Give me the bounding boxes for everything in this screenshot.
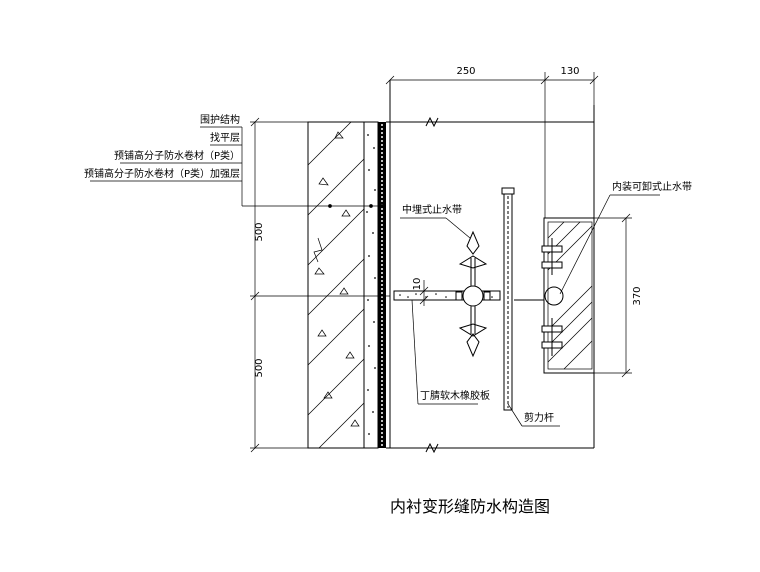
leveling-layer	[363, 121, 379, 449]
dim-right-370: 370	[632, 286, 643, 305]
label-embedded-waterstop: 中埋式止水带	[402, 203, 462, 216]
embedded-waterstop	[455, 230, 491, 358]
label-nbr-board: 丁腈软木橡胶板	[420, 389, 490, 402]
dim-gap-10: 10	[412, 278, 423, 291]
label-leveling-layer: 找平层	[210, 131, 240, 144]
label-membrane-p-reinforce: 预铺高分子防水卷材（P类）加强层	[84, 167, 240, 180]
label-shear-bar: 剪力杆	[524, 411, 554, 424]
left-leaders	[90, 126, 384, 208]
shear-bar	[501, 187, 544, 411]
membrane-layers	[378, 122, 386, 448]
label-removable-waterstop: 内装可卸式止水带	[612, 180, 692, 193]
dimension-lines	[250, 72, 632, 453]
label-membrane-p: 预铺高分子防水卷材（P类）	[114, 149, 240, 162]
dim-top-250: 250	[456, 66, 475, 77]
label-enclosure-structure: 围护结构	[200, 113, 240, 126]
removable-waterstop	[541, 217, 595, 374]
right-leaders	[400, 194, 660, 427]
enclosure-wall	[307, 121, 365, 449]
drawing-caption: 内衬变形缝防水构造图	[390, 497, 550, 516]
dim-left-500-lower: 500	[254, 358, 265, 377]
dim-left-500-upper: 500	[254, 222, 265, 241]
dim-top-130: 130	[560, 66, 579, 77]
extension-lines	[250, 121, 390, 449]
anchor-bolts	[541, 238, 563, 356]
